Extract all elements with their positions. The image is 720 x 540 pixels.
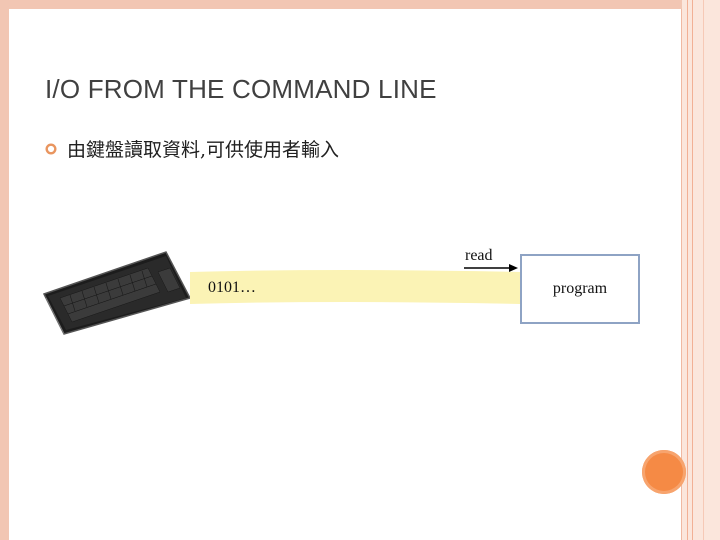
slide-title: I/O FROM THE COMMAND LINE	[45, 74, 437, 105]
stream-bits-label: 0101…	[208, 279, 256, 297]
bullet-item: 由鍵盤讀取資料,可供使用者輸入	[45, 135, 339, 162]
bullet-text: 由鍵盤讀取資料,可供使用者輸入	[67, 135, 339, 162]
program-label: program	[553, 280, 607, 298]
program-box: program	[520, 254, 640, 324]
read-label: read	[465, 247, 493, 265]
orange-circle-decoration	[642, 450, 686, 494]
decor-line	[703, 0, 704, 540]
keyboard-icon	[40, 242, 192, 338]
decor-line	[687, 0, 688, 540]
decor-line	[692, 0, 693, 540]
bullet-icon	[45, 143, 57, 155]
